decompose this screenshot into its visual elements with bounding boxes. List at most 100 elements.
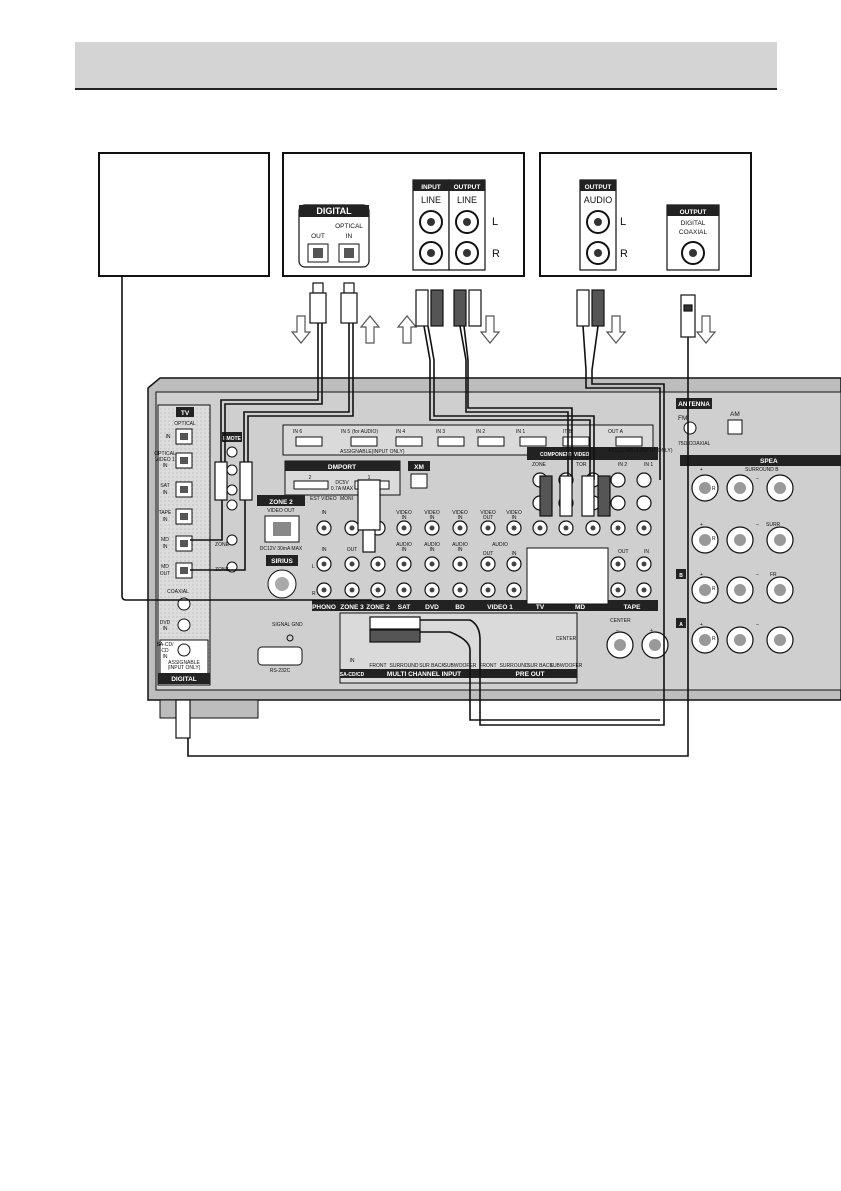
down-arrow-icon <box>605 315 627 344</box>
svg-text:IN: IN <box>512 551 517 557</box>
optical-in-label: IN <box>346 233 353 240</box>
speaker-terminal-center <box>614 639 626 651</box>
svg-text:IN 2: IN 2 <box>476 429 485 435</box>
component-video-block: COMPONENT VIDEO ASSIGNABLE(INPUT ONLY) Z… <box>527 447 673 555</box>
svg-text:DMPORT: DMPORT <box>328 464 356 471</box>
svg-text:VIDEO: VIDEO <box>506 510 522 516</box>
svg-text:IN: IN <box>458 515 463 521</box>
svg-text:AUDIO: AUDIO <box>452 542 468 548</box>
rca-jack-center <box>321 561 327 567</box>
cables <box>121 276 689 757</box>
svg-text:COMPONENT VIDEO: COMPONENT VIDEO <box>540 452 590 458</box>
svg-text:OUT: OUT <box>347 547 358 553</box>
svg-text:+: + <box>700 522 703 528</box>
rca-jack-center <box>563 525 569 531</box>
digital-header-label: DIGITAL <box>316 206 352 216</box>
svg-text:OUT: OUT <box>483 551 494 557</box>
rca-jack-center <box>641 561 647 567</box>
rca-jack-center <box>485 561 491 567</box>
rca-jack-center <box>349 525 355 531</box>
svg-text:SAT: SAT <box>398 604 411 611</box>
svg-text:SUBWOOFER: SUBWOOFER <box>550 663 583 669</box>
svg-text:CD: CD <box>161 648 169 654</box>
player-coaxial-label: COAXIAL <box>679 229 708 236</box>
svg-text:DC12V 30mA MAX: DC12V 30mA MAX <box>260 546 303 552</box>
svg-text:CENTER: CENTER <box>556 636 577 642</box>
svg-text:+: + <box>700 622 703 628</box>
svg-text:IN: IN <box>458 547 463 553</box>
rca-jack-center <box>349 561 355 567</box>
svg-text:MONI: MONI <box>340 496 353 502</box>
speaker-terminals: SURROUND B + – R + – SURR R B + – FR R C… <box>610 467 781 642</box>
svg-text:IN: IN <box>512 515 517 521</box>
svg-text:VIDEO 1: VIDEO 1 <box>155 457 175 463</box>
svg-text:–: – <box>756 476 759 482</box>
optical-label: OPTICAL <box>335 223 363 230</box>
svg-text:IN: IN <box>163 490 168 496</box>
svg-text:1: 1 <box>368 475 371 481</box>
line-in-label: LINE <box>421 195 441 205</box>
svg-text:OUT: OUT <box>160 571 171 577</box>
svg-text:IN: IN <box>322 547 327 553</box>
svg-text:B: B <box>679 573 683 579</box>
svg-text:R: R <box>712 586 716 592</box>
svg-text:IN: IN <box>430 515 435 521</box>
svg-text:+: + <box>650 628 653 634</box>
svg-text:IN 1: IN 1 <box>516 429 525 435</box>
svg-text:ZONE 2: ZONE 2 <box>366 604 390 611</box>
dmport-block: DMPORT 2 1 DC5V 0.7A MAX XM <box>284 460 430 496</box>
svg-text:OUT: OUT <box>483 515 494 521</box>
svg-text:FR: FR <box>770 572 777 578</box>
speaker-terminal-center <box>649 639 661 651</box>
svg-text:R: R <box>712 486 716 492</box>
svg-text:L: L <box>312 564 315 570</box>
svg-text:ZONE: ZONE <box>215 542 230 548</box>
svg-text:R: R <box>712 536 716 542</box>
svg-text:TOR: TOR <box>576 462 587 468</box>
svg-text:VIDEO: VIDEO <box>396 510 412 516</box>
md-r-label: R <box>492 248 500 260</box>
svg-text:RS-232C: RS-232C <box>270 668 291 674</box>
component-jack <box>610 495 626 511</box>
section-header-bar <box>75 42 777 90</box>
rca-jack-center <box>615 587 621 593</box>
svg-text:IN 1: IN 1 <box>644 462 653 468</box>
rca-jack-center <box>615 525 621 531</box>
svg-text:IN: IN <box>163 517 168 523</box>
digital-label: DIGITAL <box>171 676 197 683</box>
output-header-label: OUTPUT <box>454 184 481 191</box>
svg-text:PHONO: PHONO <box>312 604 336 611</box>
svg-text:TAPE: TAPE <box>159 510 172 516</box>
svg-text:IN 4: IN 4 <box>396 429 405 435</box>
svg-text:–: – <box>756 622 759 628</box>
speaker-terminal-center <box>734 634 746 646</box>
rca-jack-center <box>511 561 517 567</box>
svg-text:R: R <box>312 591 316 597</box>
rca-jack-center <box>590 525 596 531</box>
svg-text:MD: MD <box>161 564 169 570</box>
rca-jack-center <box>401 525 407 531</box>
up-arrow-icon <box>359 315 381 344</box>
speaker-terminal-center <box>774 482 786 494</box>
svg-text:SUR BACK: SUR BACK <box>527 663 553 669</box>
input-label-bar: PHONO ZONE 3 ZONE 2 SAT DVD BD VIDEO 1 T… <box>312 547 658 611</box>
svg-text:AUDIO: AUDIO <box>424 542 440 548</box>
svg-text:EMOTE: EMOTE <box>223 436 241 442</box>
svg-text:+: + <box>700 572 703 578</box>
svg-text:ZONE: ZONE <box>532 462 547 468</box>
svg-text:A: A <box>679 622 683 628</box>
svg-text:FRONT: FRONT <box>369 663 386 669</box>
line-out-label: LINE <box>457 195 477 205</box>
svg-text:IN: IN <box>402 547 407 553</box>
svg-text:IN: IN <box>322 510 327 516</box>
svg-text:MULTI CHANNEL INPUT: MULTI CHANNEL INPUT <box>387 671 461 678</box>
input-header-label: INPUT <box>421 184 441 191</box>
speaker-terminal-center <box>774 634 786 646</box>
component-jack <box>610 472 626 488</box>
svg-text:–: – <box>756 572 759 578</box>
svg-text:R: R <box>712 636 716 642</box>
svg-text:TV: TV <box>536 604 545 611</box>
rca-jack-center <box>401 561 407 567</box>
svg-text:VIDEO: VIDEO <box>424 510 440 516</box>
svg-text:SA-CD/CD: SA-CD/CD <box>340 672 365 678</box>
